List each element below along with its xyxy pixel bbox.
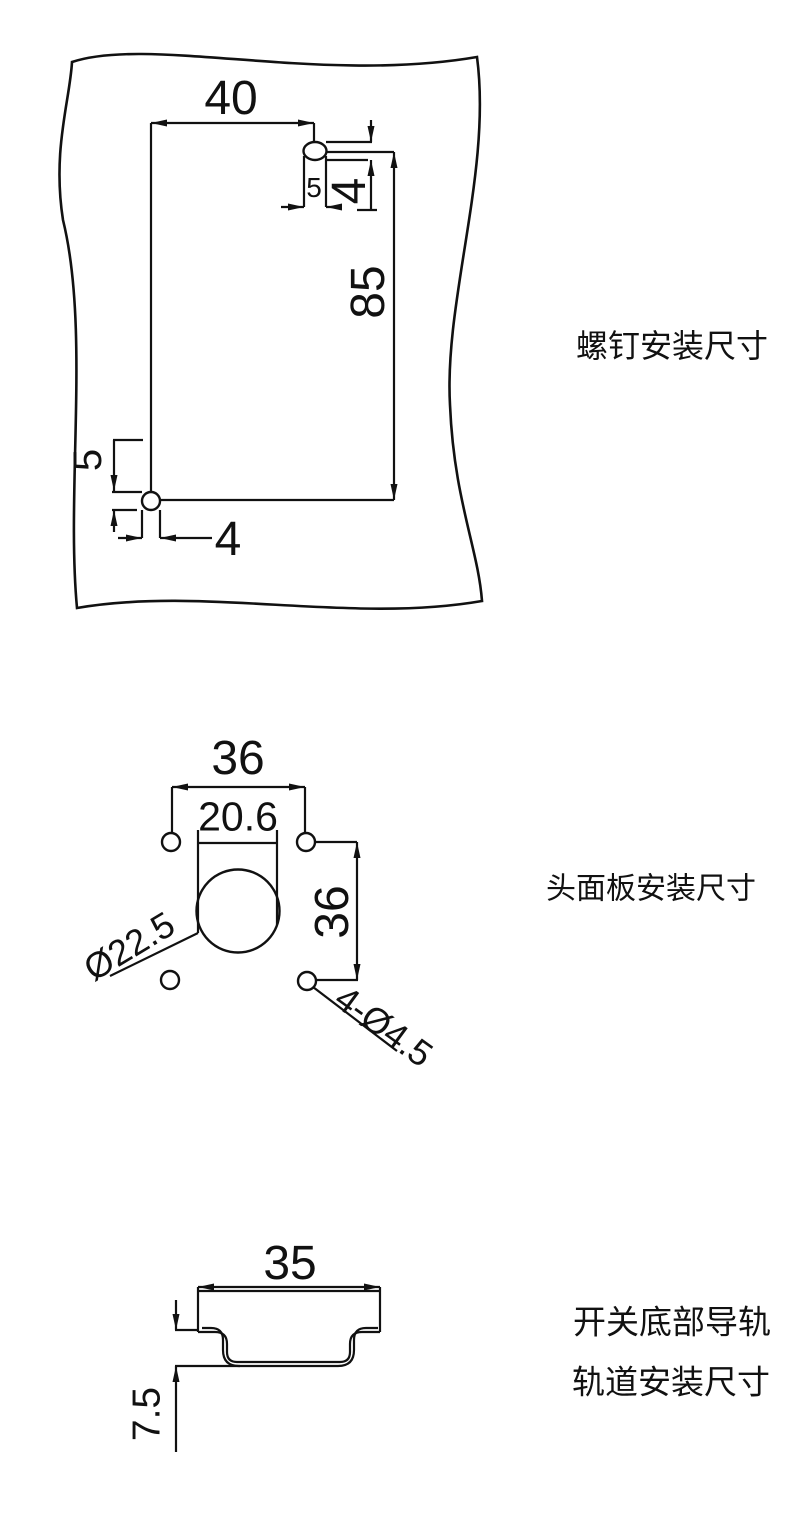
dim-label-36-vertical: 36 (306, 885, 359, 938)
panel-outline (58, 52, 484, 610)
rail-profile-inner (198, 1330, 380, 1364)
panel-diagram-title: 头面板安装尺寸 (546, 873, 756, 906)
panel-hole-bottom-left (159, 969, 181, 991)
dim-label-4-holes: 4-Ø4.5 (327, 977, 440, 1075)
dim-label-4-top: 4 (323, 178, 376, 205)
panel-hole-top-right (295, 831, 317, 853)
rail-dimension-lines (174, 1285, 382, 1452)
screw-hole-top-right (302, 140, 328, 162)
dim-label-85: 85 (342, 265, 395, 318)
panel-dimension-lines (109, 785, 398, 1052)
screw-hole-bottom-left (140, 490, 162, 512)
dim-label-5-bottom: 5 (66, 449, 110, 471)
dim-label-20-6: 20.6 (198, 793, 278, 839)
rail-diagram-title-line2: 轨道安装尺寸 (572, 1364, 770, 1401)
dim-label-35: 35 (263, 1237, 316, 1290)
screw-diagram-title: 螺钉安装尺寸 (576, 328, 768, 364)
dim-label-40: 40 (204, 72, 257, 125)
dim-label-7-5: 7.5 (126, 1387, 169, 1441)
rail-diagram-title-line1: 开关底部导轨 (573, 1304, 771, 1341)
screw-mounting-diagram: 40 5 4 85 5 4 螺钉安装尺寸 (58, 52, 768, 610)
rail-profile-outer (202, 1326, 378, 1368)
dim-label-diameter-22-5: Ø22.5 (76, 903, 181, 989)
head-panel-diagram: 36 20.6 Ø22.5 36 4-Ø4.5 头面板安装尺寸 (76, 732, 756, 1075)
panel-cutout-circle (195, 868, 281, 954)
dim-label-4-bottom: 4 (215, 513, 242, 566)
panel-hole-top-left (160, 831, 182, 853)
dim-label-36-horizontal: 36 (211, 732, 264, 785)
din-rail-diagram: 35 7.5 开关底部导轨 轨道安装尺寸 (126, 1237, 771, 1452)
panel-hole-bottom-right (296, 970, 318, 992)
dim-label-5-top: 5 (306, 172, 322, 203)
